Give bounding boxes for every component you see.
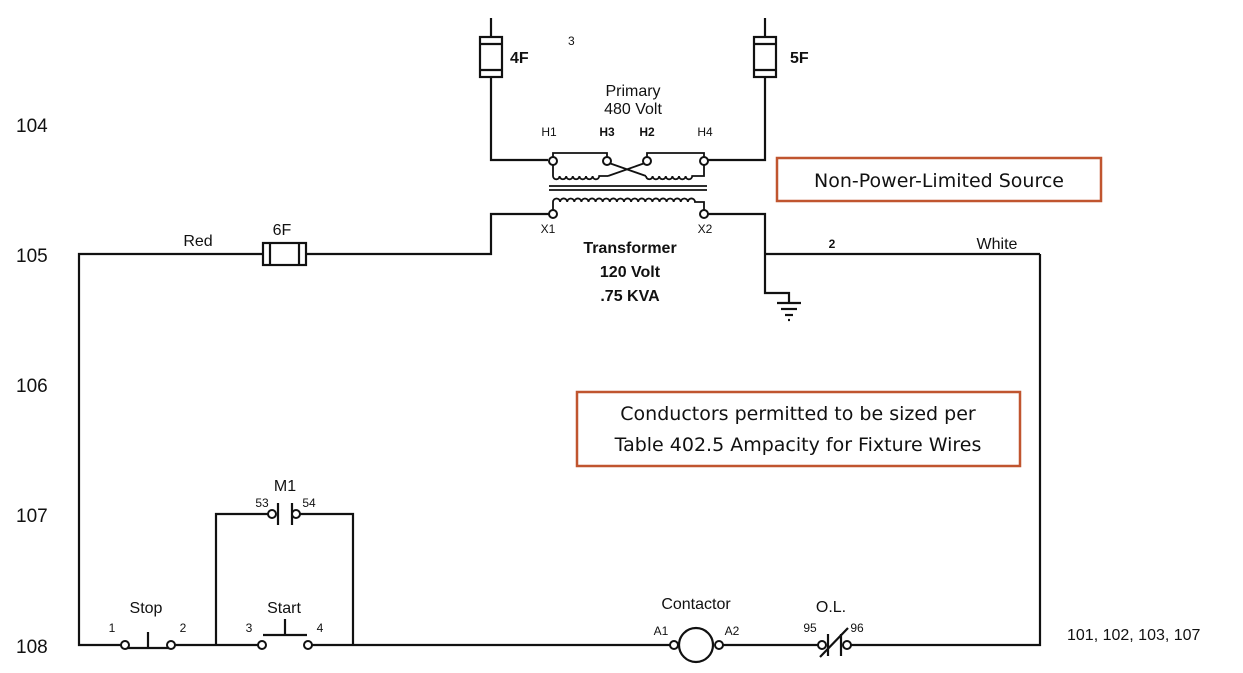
terminal-h4-dot xyxy=(699,156,709,166)
source-note-text: Non-Power-Limited Source xyxy=(814,170,1064,192)
primary-voltage: 480 Volt xyxy=(604,101,662,118)
m1-label: M1 xyxy=(274,478,296,495)
white-wire-label: White xyxy=(977,236,1018,253)
terminal-h2-dot xyxy=(642,156,652,166)
terminal-h4: H4 xyxy=(697,125,713,139)
terminal-x2: X2 xyxy=(698,222,713,236)
fuse-5f-label: 5F xyxy=(790,50,809,67)
transformer-symbol xyxy=(548,152,709,219)
terminal-h3-dot xyxy=(602,156,612,166)
m1-seal-in-contact xyxy=(214,503,355,645)
transformer-title: Transformer xyxy=(583,240,676,257)
ground-icon xyxy=(777,301,801,322)
stop-terminal-2: 2 xyxy=(180,621,187,635)
primary-title: Primary xyxy=(605,83,660,100)
start-pushbutton xyxy=(257,619,674,650)
transformer-rating: .75 KVA xyxy=(600,288,660,305)
primary-left-wire xyxy=(478,18,548,162)
terminal-h2: H2 xyxy=(639,125,655,139)
terminal-h1-dot xyxy=(548,156,558,166)
terminal-x2-dot xyxy=(699,209,709,219)
secondary-right-wire xyxy=(708,212,1042,647)
wire-number-3: 3 xyxy=(568,34,575,48)
rung-number-104: 104 xyxy=(16,116,48,137)
coil-terminal-a2: A2 xyxy=(725,624,740,638)
start-terminal-4: 4 xyxy=(317,621,324,635)
stop-terminal-1: 1 xyxy=(109,621,116,635)
conductors-note: Conductors permitted to be sized per Tab… xyxy=(575,390,1022,468)
conductors-note-line2: Table 402.5 Ampacity for Fixture Wires xyxy=(614,434,982,456)
rung-number-107: 107 xyxy=(16,506,48,527)
coil-terminal-a1: A1 xyxy=(654,624,669,638)
rung-number-105: 105 xyxy=(16,246,48,267)
overload-terminal-96: 96 xyxy=(850,621,864,635)
rung-number-108: 108 xyxy=(16,637,48,658)
terminal-h3: H3 xyxy=(599,125,615,139)
wire-number-2: 2 xyxy=(829,237,836,251)
conductors-note-line1: Conductors permitted to be sized per xyxy=(620,403,976,425)
rung-number-106: 106 xyxy=(16,376,48,397)
red-wire-label: Red xyxy=(183,233,212,250)
overload-terminal-95: 95 xyxy=(803,621,817,635)
fuse-6f-label: 6F xyxy=(273,222,292,239)
source-note: Non-Power-Limited Source xyxy=(775,156,1103,203)
contactor-label: Contactor xyxy=(661,596,731,613)
primary-right-wire xyxy=(708,18,778,162)
overload-contact xyxy=(817,627,852,658)
cross-reference: 101, 102, 103, 107 xyxy=(1067,627,1201,644)
start-label: Start xyxy=(267,600,301,617)
terminal-h1: H1 xyxy=(541,125,557,139)
stop-pushbutton xyxy=(120,632,265,650)
m1-terminal-53: 53 xyxy=(255,496,269,510)
stop-label: Stop xyxy=(130,600,163,617)
secondary-left-wire xyxy=(77,212,549,647)
overload-label: O.L. xyxy=(816,599,846,616)
terminal-x1-dot xyxy=(548,209,558,219)
transformer-voltage: 120 Volt xyxy=(600,264,661,281)
terminal-x1: X1 xyxy=(541,222,556,236)
contactor-coil xyxy=(669,626,819,664)
m1-terminal-54: 54 xyxy=(302,496,316,510)
start-terminal-3: 3 xyxy=(246,621,253,635)
fuse-4f-label: 4F xyxy=(510,50,529,67)
